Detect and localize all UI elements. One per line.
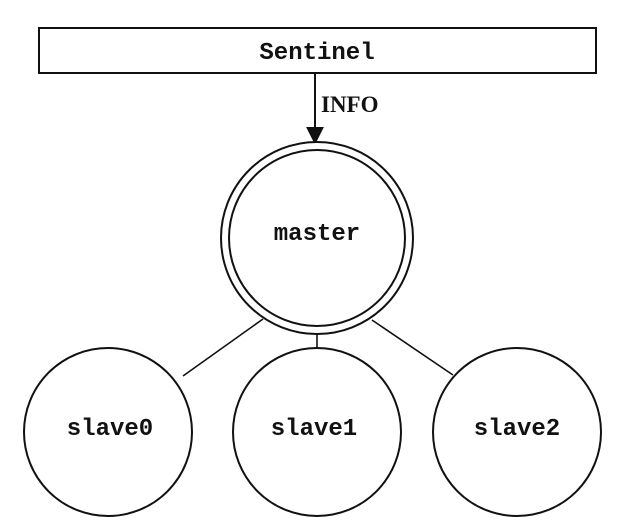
slave-node-1: slave1	[232, 347, 402, 517]
info-arrow-label: INFO	[321, 92, 379, 117]
sentinel-node: Sentinel	[38, 27, 597, 74]
slave2-label: slave2	[474, 416, 560, 443]
sentinel-label: Sentinel	[259, 40, 374, 67]
master-node: master	[220, 141, 414, 335]
info-arrow: INFO	[306, 73, 379, 145]
slave-node-0: slave0	[23, 347, 193, 517]
slave0-label: slave0	[67, 416, 153, 443]
slave1-label: slave1	[271, 416, 357, 443]
slave-node-2: slave2	[432, 347, 602, 517]
master-label: master	[274, 221, 360, 248]
master-outer-ring	[220, 141, 414, 335]
master-inner-ring	[228, 149, 406, 327]
slave0-circle	[23, 347, 193, 517]
sentinel-box	[38, 27, 597, 74]
slave1-circle	[232, 347, 402, 517]
slave2-circle	[432, 347, 602, 517]
link-master-slave0	[182, 318, 264, 377]
link-master-slave2	[371, 319, 454, 376]
